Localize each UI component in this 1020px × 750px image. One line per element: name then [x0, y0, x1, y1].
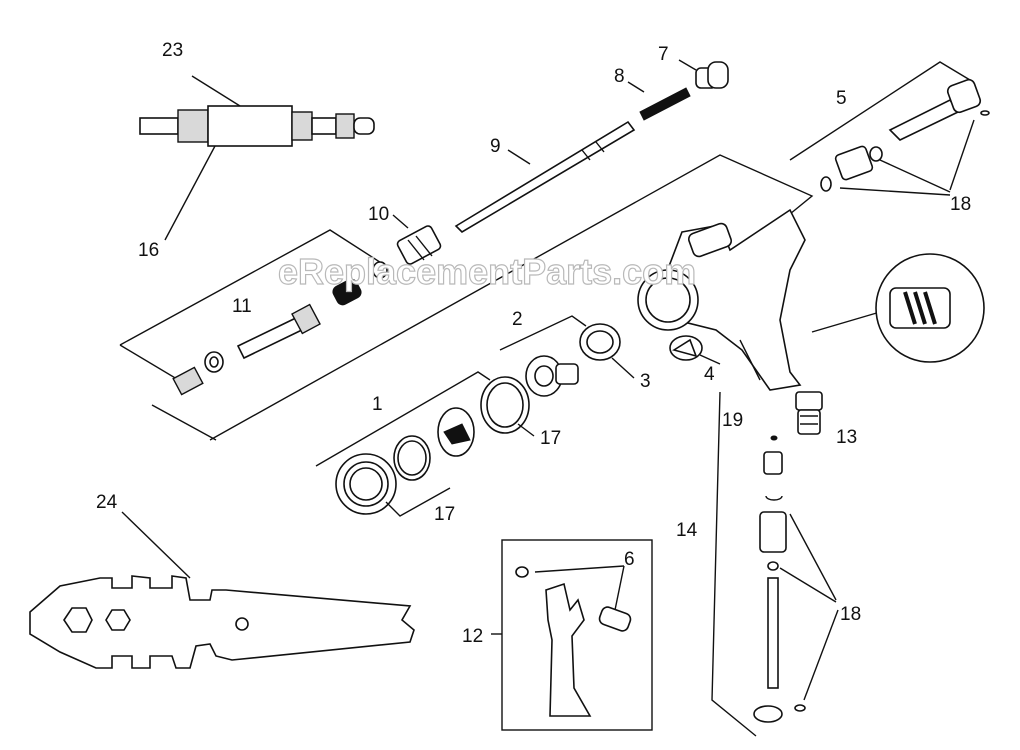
label-17-lower: 17 [434, 504, 455, 525]
detail-circle-spring [875, 253, 985, 363]
bracket-17b [385, 487, 451, 517]
part-2-fluid-tip [525, 355, 579, 397]
label-5: 5 [836, 88, 847, 109]
bracket-16-bottom [151, 404, 217, 441]
label-8: 8 [614, 66, 625, 87]
part-spring-black [332, 261, 388, 306]
leader-7 [678, 59, 697, 71]
label-14: 14 [676, 520, 698, 541]
label-10: 10 [368, 204, 389, 225]
label-13: 13 [836, 427, 857, 448]
part-7-adjusting-knob [695, 61, 729, 89]
label-9: 9 [490, 136, 501, 157]
leader-18a-2 [879, 159, 951, 193]
leader-18a-1 [839, 187, 951, 196]
label-4: 4 [704, 364, 715, 385]
label-18-lower: 18 [840, 604, 861, 625]
part-1-air-cap [437, 407, 475, 457]
label-18-upper: 18 [950, 194, 971, 215]
leader-16 [164, 145, 216, 241]
part-12-box [501, 539, 653, 731]
label-3: 3 [640, 371, 651, 392]
leader-3 [611, 357, 635, 379]
leader-10 [392, 214, 409, 229]
part-air-cap-ring [335, 453, 397, 515]
leader-6-2 [614, 565, 625, 611]
part-5-fluid-adjust [888, 78, 990, 141]
leader-18b-3 [803, 609, 839, 701]
bracket-14 [711, 391, 757, 737]
label-6: 6 [624, 549, 635, 570]
leader-18b-1 [789, 513, 837, 601]
leader-detail-circle [811, 311, 881, 333]
part-23-tool [139, 105, 375, 147]
bracket-1 [315, 371, 491, 467]
bracket-2 [499, 315, 587, 351]
leader-6-1 [534, 565, 625, 573]
part-17-ring-lower [393, 435, 431, 481]
label-24: 24 [96, 492, 118, 513]
part-5-nut [820, 145, 883, 192]
label-1: 1 [372, 394, 383, 415]
label-23: 23 [162, 40, 183, 61]
label-19: 19 [722, 410, 743, 431]
leader-18b-2 [779, 567, 837, 603]
leader-17a [517, 423, 535, 437]
leader-24 [121, 511, 191, 579]
part-9-needle [454, 120, 636, 234]
part-17-ring-upper [480, 376, 530, 434]
part-13-air-inlet [795, 391, 823, 435]
part-11-shaft [236, 303, 321, 360]
leader-23 [191, 75, 241, 107]
leader-4 [699, 354, 721, 365]
part-24-wrench [29, 575, 415, 669]
part-3-baffle [579, 323, 621, 361]
part-8-spring [639, 87, 691, 121]
label-17-upper: 17 [540, 428, 561, 449]
label-12: 12 [462, 626, 483, 647]
label-11: 11 [232, 296, 252, 317]
watermark: eReplacementParts.com [278, 251, 696, 292]
part-16-nut [172, 351, 224, 396]
label-7: 7 [658, 44, 669, 65]
part-14-air-valve [753, 435, 806, 723]
part-10-packing-nut [396, 225, 442, 265]
gun-body [637, 208, 806, 391]
bracket-5 [789, 61, 971, 161]
bracket-body [209, 154, 814, 441]
bracket-16-top [119, 229, 387, 346]
label-16: 16 [138, 240, 159, 261]
part-12-trigger [515, 566, 632, 717]
leader-9 [507, 149, 531, 165]
leader-18a-3 [949, 119, 975, 191]
part-4-fluid-nozzle-seat [669, 335, 703, 361]
label-2: 2 [512, 309, 523, 330]
leader-8 [627, 81, 645, 93]
